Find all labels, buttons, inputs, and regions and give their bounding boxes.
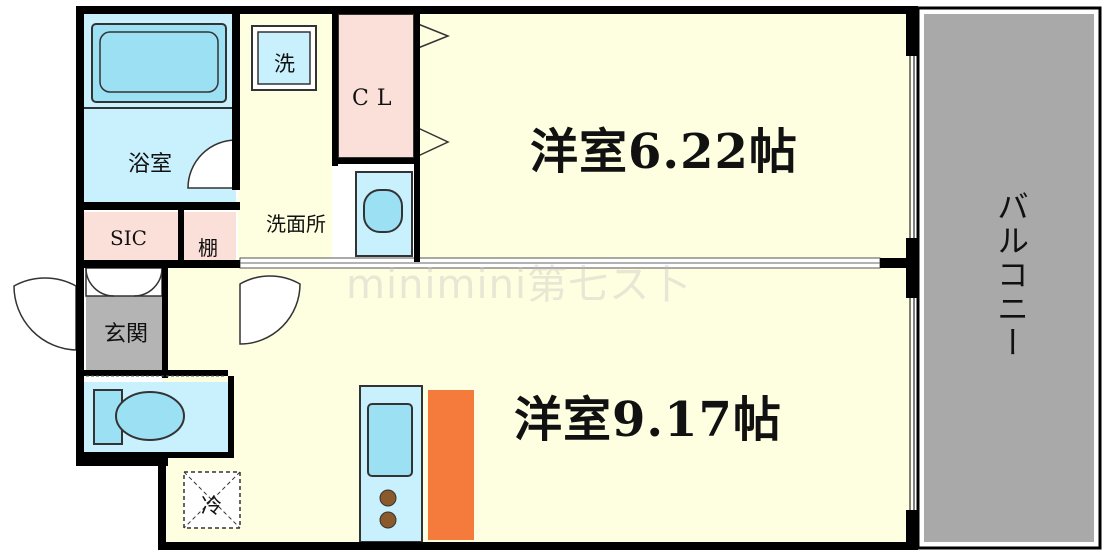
washer-inner — [257, 31, 311, 85]
toilet-bowl — [115, 391, 185, 441]
stove-burner-2 — [379, 511, 397, 529]
western-room-1-label: 洋室6.22帖 — [530, 124, 798, 180]
stove-burner-1 — [379, 489, 397, 507]
shoe-box — [85, 267, 163, 297]
sic-floor — [84, 212, 178, 260]
western-room-1-floor — [418, 14, 912, 260]
sic-label: SIC — [110, 226, 147, 250]
washbasin-bowl — [363, 189, 403, 233]
balcony-label: バルコニー — [992, 190, 1030, 360]
washer-label: 洗 — [274, 52, 295, 76]
entrance-label: 玄関 — [104, 322, 149, 347]
walls — [76, 6, 918, 550]
closet-label: CL — [352, 86, 400, 111]
shelf-floor — [184, 212, 236, 260]
entrance-floor — [86, 296, 162, 370]
western-room-2-label: 洋室9.17帖 — [514, 392, 782, 448]
shelf-label: 棚 — [198, 236, 218, 260]
watermark: minimini第七ス卜 — [346, 262, 692, 308]
kitchen-sink — [367, 403, 413, 477]
hall-floor — [168, 266, 238, 376]
fridge-label: 冷 — [201, 494, 222, 518]
balcony-floor — [924, 14, 1094, 542]
bathtub-inner — [99, 31, 219, 93]
kitchen-worktop — [428, 390, 474, 540]
bathroom-label: 浴室 — [128, 152, 173, 177]
washroom-label: 洗面所 — [266, 212, 326, 236]
